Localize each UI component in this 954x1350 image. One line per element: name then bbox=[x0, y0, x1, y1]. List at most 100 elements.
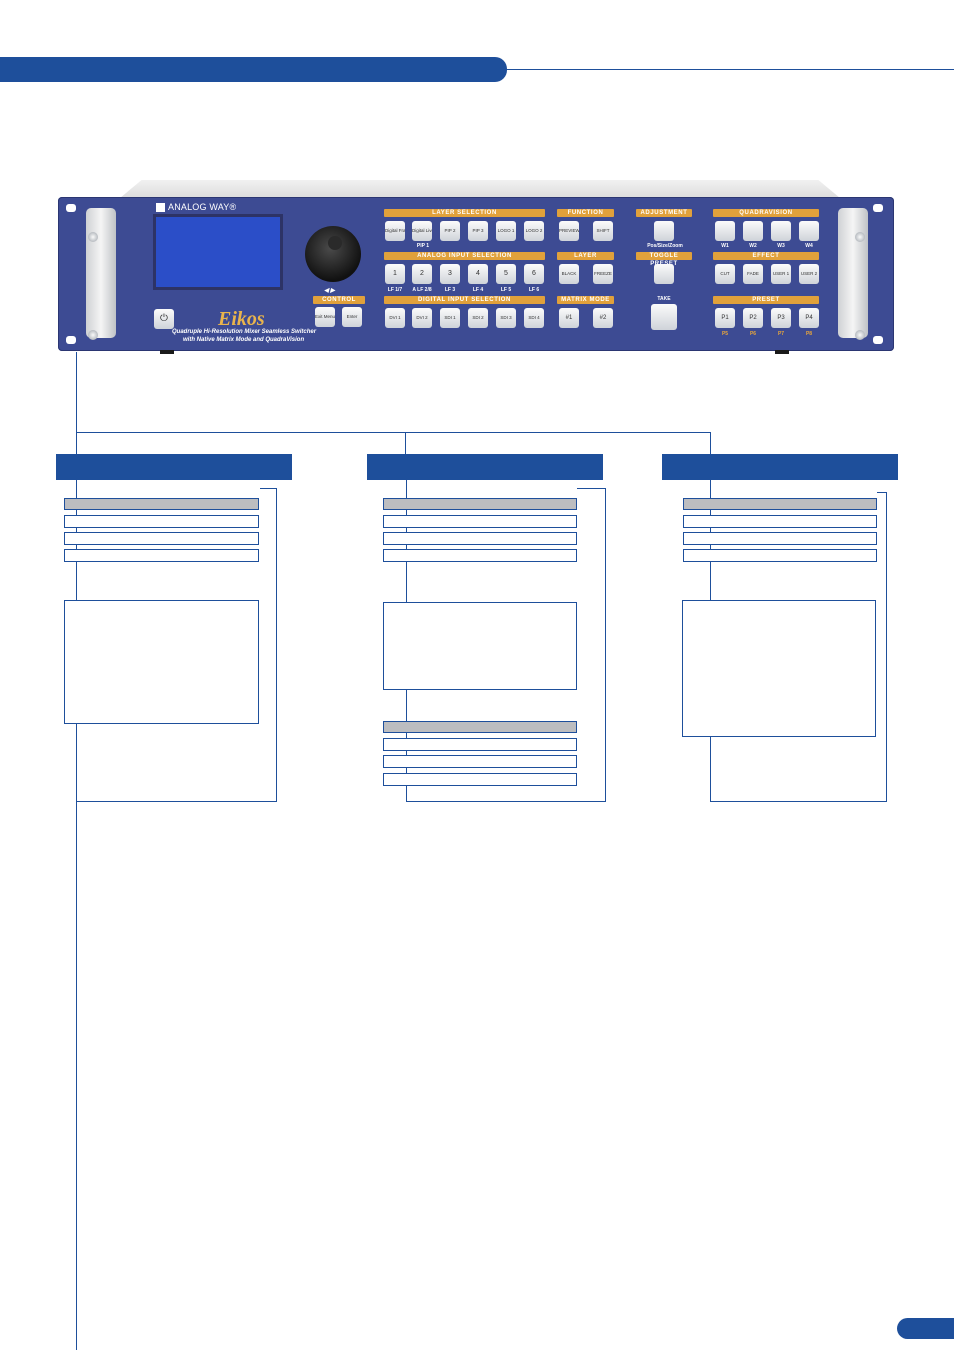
section-function: FUNCTION bbox=[557, 209, 614, 217]
quad-button-w4[interactable] bbox=[799, 221, 819, 241]
preset-button-p1[interactable]: P1 bbox=[715, 308, 735, 328]
pip1-label: PIP 1 bbox=[416, 243, 430, 249]
column-1-menu-item bbox=[64, 532, 259, 545]
main-vertical-connector bbox=[76, 352, 77, 1350]
section-adjustment: ADJUSTMENT bbox=[636, 209, 692, 217]
layer-button-logo2[interactable]: LOGO 2 bbox=[524, 221, 544, 241]
knob-arrows: ◀ ▶ bbox=[324, 288, 335, 294]
analog-label-1: LF 1/7 bbox=[387, 287, 403, 293]
rack-hole bbox=[66, 336, 76, 344]
analog-button-2[interactable]: 2 bbox=[412, 264, 432, 284]
analog-button-6[interactable]: 6 bbox=[524, 264, 544, 284]
fade-button[interactable]: FADE bbox=[743, 264, 763, 284]
column-2-menu-item bbox=[383, 549, 577, 562]
header-rule bbox=[507, 69, 954, 70]
digital-button-sdi2[interactable]: SDI 2 bbox=[468, 308, 488, 328]
column-2-top-border bbox=[577, 488, 606, 489]
device-foot bbox=[160, 350, 174, 354]
analog-label-2: A LF 2/8 bbox=[412, 287, 432, 293]
digital-button-sdi1[interactable]: SDI 1 bbox=[440, 308, 460, 328]
power-button[interactable]: ⏻ bbox=[154, 309, 174, 329]
column-2-submenu-item bbox=[383, 755, 577, 768]
preview-button[interactable]: PREVIEW bbox=[559, 221, 579, 241]
layer-button-logo1[interactable]: LOGO 1 bbox=[496, 221, 516, 241]
analog-label-3: LF 3 bbox=[444, 287, 456, 293]
adjustment-button[interactable] bbox=[654, 221, 674, 241]
digital-button-dvi2[interactable]: DVI 2 bbox=[412, 308, 432, 328]
user2-button[interactable]: USER 2 bbox=[799, 264, 819, 284]
column-2-header bbox=[367, 454, 603, 480]
toggle-preset-button[interactable] bbox=[654, 264, 674, 284]
column-3-menu-item bbox=[683, 515, 877, 528]
branch-drop-2 bbox=[405, 432, 406, 454]
section-toggle-preset: TOGGLE PRESET bbox=[636, 252, 692, 267]
column-3-menu-item-selected bbox=[683, 498, 877, 510]
column-2-menu-item bbox=[383, 515, 577, 528]
user1-button[interactable]: USER 1 bbox=[771, 264, 791, 284]
lcd-screen bbox=[153, 214, 283, 290]
digital-button-dvi1[interactable]: DVI 1 bbox=[385, 308, 405, 328]
maker-logo: ANALOG WAY® bbox=[168, 202, 237, 212]
matrix-button-1[interactable]: #1 bbox=[559, 308, 579, 328]
column-1-top-border bbox=[260, 488, 277, 489]
column-2-bottom-border bbox=[406, 801, 606, 802]
section-preset: PRESET bbox=[713, 296, 819, 304]
header-band bbox=[0, 57, 507, 82]
rack-hole bbox=[66, 204, 76, 212]
layer-button-pip3[interactable]: PIP 3 bbox=[468, 221, 488, 241]
shift-button[interactable]: SHIFT bbox=[593, 221, 613, 241]
digital-button-sdi3[interactable]: SDI 3 bbox=[496, 308, 516, 328]
brand-name: Eikos bbox=[218, 308, 265, 330]
jog-knob[interactable] bbox=[305, 226, 361, 282]
analog-button-5[interactable]: 5 bbox=[496, 264, 516, 284]
digital-button-sdi4[interactable]: SDI 4 bbox=[524, 308, 544, 328]
black-button[interactable]: BLACK bbox=[559, 264, 579, 284]
quad-button-w1[interactable] bbox=[715, 221, 735, 241]
preset-button-p2[interactable]: P2 bbox=[743, 308, 763, 328]
preset-label-p7: P7 bbox=[777, 331, 785, 337]
section-effect: EFFECT bbox=[713, 252, 819, 260]
layer-button-digital-frame[interactable]: Digital Frame bbox=[385, 221, 405, 241]
cut-button[interactable]: CUT bbox=[715, 264, 735, 284]
preset-button-p3[interactable]: P3 bbox=[771, 308, 791, 328]
column-3-menu-item bbox=[683, 549, 877, 562]
enter-button[interactable]: Enter bbox=[342, 307, 362, 327]
analog-button-3[interactable]: 3 bbox=[440, 264, 460, 284]
quad-label-w2: W2 bbox=[749, 243, 757, 249]
column-2-submenu-item bbox=[383, 773, 577, 786]
section-control: CONTROL bbox=[313, 296, 365, 304]
device-foot bbox=[775, 350, 789, 354]
analog-label-6: LF 6 bbox=[528, 287, 540, 293]
matrix-button-2[interactable]: #2 bbox=[593, 308, 613, 328]
branch-drop-3 bbox=[710, 432, 711, 454]
section-digital-input: DIGITAL INPUT SELECTION bbox=[384, 296, 545, 304]
layer-button-digital-live[interactable]: Digital Live bbox=[412, 221, 432, 241]
section-quadravision: QUADRAVISION bbox=[713, 209, 819, 217]
freeze-button[interactable]: FREEZE bbox=[593, 264, 613, 284]
column-1-menu-item bbox=[64, 515, 259, 528]
layer-button-pip2[interactable]: PIP 2 bbox=[440, 221, 460, 241]
quad-button-w3[interactable] bbox=[771, 221, 791, 241]
column-1-detail-box bbox=[64, 600, 259, 724]
preset-label-p8: P8 bbox=[805, 331, 813, 337]
quad-button-w2[interactable] bbox=[743, 221, 763, 241]
column-2-detail-box bbox=[383, 602, 577, 690]
take-button[interactable] bbox=[651, 304, 677, 330]
column-3-right-border bbox=[886, 492, 887, 802]
preset-button-p4[interactable]: P4 bbox=[799, 308, 819, 328]
column-2-submenu-item-selected bbox=[383, 721, 577, 733]
right-handle bbox=[838, 208, 868, 338]
rack-hole bbox=[873, 336, 883, 344]
branch-connector bbox=[76, 432, 711, 433]
column-3-bottom-border bbox=[710, 801, 887, 802]
exit-menu-button[interactable]: Exit Menu bbox=[315, 307, 335, 327]
quad-label-w1: W1 bbox=[721, 243, 729, 249]
analog-button-1[interactable]: 1 bbox=[385, 264, 405, 284]
device-top-cover bbox=[120, 180, 840, 198]
column-1-header bbox=[56, 454, 292, 480]
screw-icon bbox=[855, 232, 865, 242]
analog-button-4[interactable]: 4 bbox=[468, 264, 488, 284]
power-icon: ⏻ bbox=[160, 313, 168, 324]
column-3-top-border bbox=[877, 492, 887, 493]
screw-icon bbox=[855, 330, 865, 340]
